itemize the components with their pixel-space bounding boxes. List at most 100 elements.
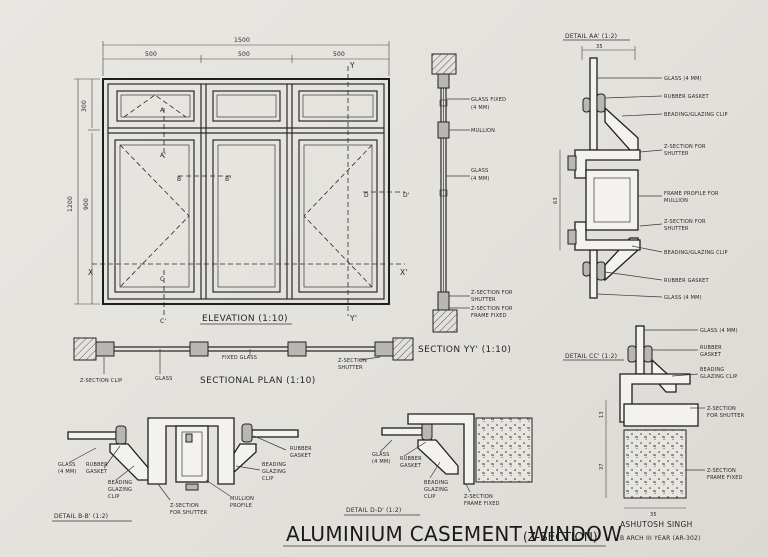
dim-top-height: 300 [81,100,88,112]
detail-cc-label: DETAIL CC' (1:2) [565,353,617,360]
cc-note-gasket-2: GASKET [700,352,722,358]
sill-hatch [432,309,458,333]
bb-note-beading-2: GLAZING [108,487,132,493]
dd-jamb-concrete [475,417,533,483]
note-z-frame: Z-SECTION FOR [471,306,513,312]
aa-note-z2: Z-SECTION FOR [664,219,706,225]
cc-note-gasket: RUBBER [700,345,722,351]
mark-a2: A' [160,152,166,159]
note-z-shutter: Z-SECTION FOR [471,290,513,296]
window-inner-frame [107,83,385,300]
bb-glass-left [67,431,117,440]
cc-note-beading-2: GLAZING CLIP [700,374,737,380]
detail-cc-view: DETAIL CC' (1:2) 35 13 37 GLASS (4 MM) R… [563,325,745,518]
detail-bb-view: GLASS (4 MM) RUBBER GASKET BEADING GLAZI… [52,417,312,522]
cc-note-z-shutter-2: FOR SHUTTER [707,413,745,419]
aa-note-z2-2: SHUTTER [664,226,689,232]
note-z-frame-2: FRAME FIXED [471,313,507,319]
dd-note-z-2: FRAME FIXED [464,501,500,507]
aa-note-z1-2: SHUTTER [664,151,689,157]
top-fixed-pane-left [116,90,195,122]
aa-note-beading: BEADING/GLAZING CLIP [664,112,728,118]
bb-note-beading-right: BEADING [262,462,286,468]
dd-note-beading-3: CLIP [424,494,436,500]
detail-cc-dim-h2: 37 [599,463,605,470]
dd-note-glass: GLASS [372,452,390,458]
cc-note-glass: GLASS (4 MM) [700,328,738,334]
bb-note-glass-2: (4 MM) [58,469,77,475]
bb-note-beading-right-3: CLIP [262,476,274,482]
note-plan-glass: GLASS [155,376,173,382]
dd-note-gasket-2: GASKET [400,463,422,469]
sectional-plan-label: SECTIONAL PLAN (1:10) [200,376,316,386]
plan-jamb-left [73,337,97,361]
detail-cc-dim-width: 35 [650,512,657,518]
note-plan-zsection-2: SHUTTER [338,365,363,371]
bb-note-mullion: MULLION [230,496,254,502]
aa-note-frame-2: MULLION [664,198,688,204]
aa-note-glass: GLASS (4 MM) [664,76,702,82]
dd-note-beading: BEADING [424,480,448,486]
dd-note-gasket: RUBBER [400,456,422,462]
shutter-left [114,139,195,293]
note-plan-zsection: Z-SECTION [338,358,367,364]
dd-glass [381,427,423,436]
bb-note-gasket: RUBBER [86,462,108,468]
dim-left-width: 500 [145,51,157,58]
elevation-label: ELEVATION (1:10) [202,314,288,324]
note-z-shutter-2: SHUTTER [471,297,496,303]
mark-x2: X' [400,268,408,277]
detail-dd-view: GLASS (4 MM) RUBBER GASKET BEADING GLAZI… [344,413,533,516]
detail-bb-label: DETAIL B-B' (1:2) [54,513,108,520]
sheet-title-suffix: (Z-SECTION) [523,530,598,544]
note-glass-fixed-thk: (4 MM) [471,105,490,111]
dd-note-glass-2: (4 MM) [372,459,391,465]
sectional-plan-view: FIXED GLASS Z-SECTION SHUTTER Z-SECTION … [73,337,414,386]
author-course: B ARCH III YEAR (AR-302) [620,535,701,542]
bb-note-z-2: FOR SHUTTER [170,510,208,516]
cc-note-beading: BEADING [700,367,724,373]
section-yy-label: SECTION YY' (1:10) [418,345,511,355]
aa-note-frame: FRAME PROFILE FOR [664,191,719,197]
detail-dd-label: DETAIL D-D' (1:2) [346,507,401,514]
mark-d: D [364,192,369,199]
bb-note-gasket-right: RUBBER [290,446,312,452]
cc-note-z-frame: Z-SECTION [707,468,736,474]
detail-aa-label: DETAIL AA' (1:2) [565,33,617,40]
note-zclip: Z-SECTION CLIP [80,378,122,384]
cc-note-z-shutter: Z-SECTION [707,406,736,412]
mark-a: A [160,107,165,114]
mark-y2: Y' [349,314,357,323]
detail-aa-dim-side: 63 [553,197,559,204]
mark-c2: C' [160,318,166,325]
mark-b2: B' [225,176,231,183]
mark-b: B [177,176,181,183]
lintel-hatch [431,53,457,75]
mark-c: C [160,276,164,283]
dd-note-z: Z-SECTION [464,494,493,500]
elevation-view: A A' B B' C C' D D' X X' Y Y' 1500 500 5… [67,37,410,325]
fixed-pane-middle [212,139,281,293]
cc-note-z-frame-2: FRAME FIXED [707,475,743,481]
mark-x: X [88,268,93,277]
shutter-right [298,139,378,293]
top-fixed-pane-middle [212,90,281,122]
top-fixed-pane-right [298,90,378,122]
note-mullion: MULLION [471,128,495,134]
aa-note-gasket: RUBBER GASKET [664,94,710,100]
bb-note-beading-3: CLIP [108,494,120,500]
note-glass-thk: (4 MM) [471,176,490,182]
note-glass-fixed: GLASS FIXED [471,97,506,103]
dim-total-height: 1200 [67,196,74,212]
dd-note-beading-2: GLAZING [424,487,448,493]
note-glass: GLASS [471,168,489,174]
aa-note-glass2: GLASS (4 MM) [664,295,702,301]
mark-y: Y [349,61,355,70]
detail-aa-dim-top: 35 [596,44,603,50]
dim-right-width: 500 [333,51,345,58]
detail-aa-view: DETAIL AA' (1:2) 35 63 [553,33,728,301]
author-name: ASHUTOSH SINGH [620,520,693,529]
bb-note-z: Z-SECTION [170,503,199,509]
